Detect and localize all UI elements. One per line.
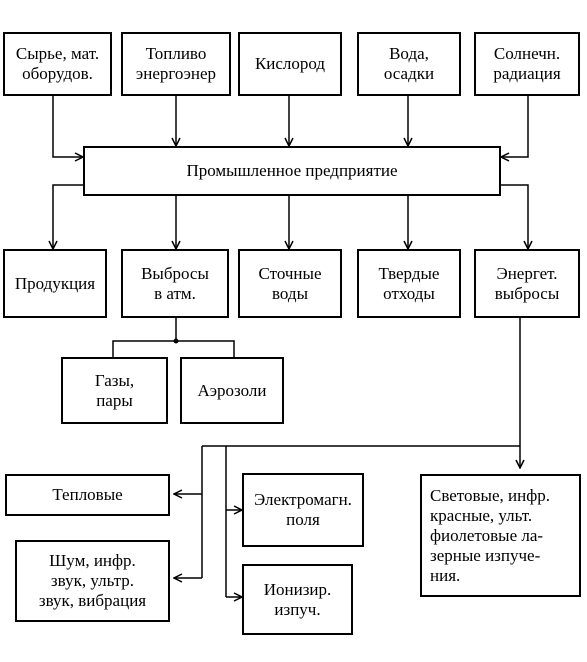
- arrow-solar-to-enterprise: [501, 96, 529, 157]
- connector-to-gases: [112, 340, 176, 357]
- connector-to-aerosols: [176, 340, 235, 357]
- energy-noise-vibration: Шум, инфр. звук, ультр. звук, вибрация: [15, 540, 170, 622]
- input-water: Вода, осадки: [357, 32, 461, 96]
- output-air-emissions: Выбросы в атм.: [121, 249, 229, 318]
- input-solar-radiation: Солнечн. радиация: [474, 32, 580, 96]
- energy-electromagnetic-fields: Электромагн. поля: [242, 473, 364, 547]
- input-oxygen: Кислород: [238, 32, 342, 96]
- output-wastewater: Сточные воды: [238, 249, 342, 318]
- energy-light-radiation: Световые, инфр. красные, ульт. фиолетовы…: [420, 474, 581, 597]
- input-raw-materials: Сырье, мат. оборудов.: [3, 32, 112, 96]
- energy-thermal: Тепловые: [5, 474, 170, 516]
- input-fuel: Топливо энергоэнер: [121, 32, 231, 96]
- emission-gases: Газы, пары: [61, 357, 168, 424]
- arrow-raw-to-enterprise: [52, 96, 83, 157]
- energy-ionizing-radiation: Ионизир. изпуч.: [242, 564, 353, 635]
- industrial-enterprise: Промышленное предприятие: [83, 146, 501, 196]
- output-solid-waste: Твердые отходы: [357, 249, 461, 318]
- output-products: Продукция: [3, 249, 107, 318]
- arrow-enterprise-to-energy-emissions: [501, 184, 528, 249]
- output-energy-emissions: Энергет. выбросы: [474, 249, 580, 318]
- emission-aerosols: Аэрозоли: [180, 357, 284, 424]
- arrow-enterprise-to-products: [53, 184, 83, 249]
